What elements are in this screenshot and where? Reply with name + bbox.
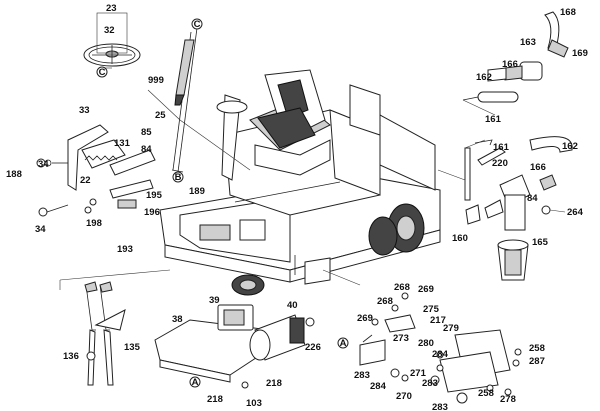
callout-269-right: 269 <box>418 284 434 295</box>
leader-lines <box>59 89 496 290</box>
callout-283-left: 283 <box>354 370 370 381</box>
callout-131: 131 <box>114 138 131 149</box>
callout-166-right: 166 <box>530 162 546 173</box>
callout-268-left: 268 <box>377 296 393 307</box>
callout-labels: 23 32 168 169 163 166 162 161 999 25 33 … <box>6 3 588 411</box>
steering-column <box>171 27 198 173</box>
callout-85: 85 <box>141 127 152 138</box>
marker-c-wheel: C <box>99 67 106 78</box>
callout-34-bottom: 34 <box>35 224 46 235</box>
steering-wheel-assembly <box>83 12 141 69</box>
callout-284-right: 284 <box>432 349 449 360</box>
callout-273: 273 <box>393 333 409 344</box>
callout-258-bottom: 258 <box>478 388 494 399</box>
callout-84-right: 84 <box>527 193 538 204</box>
callout-283-bottom: 283 <box>432 402 448 411</box>
callout-25: 25 <box>155 110 166 121</box>
marker-a-plate: A <box>192 377 199 388</box>
callout-135: 135 <box>124 342 141 353</box>
callout-39: 39 <box>209 295 220 306</box>
callout-268-right: 268 <box>394 282 410 293</box>
callout-38: 38 <box>172 314 183 325</box>
callout-217: 217 <box>430 315 446 326</box>
callout-999: 999 <box>148 75 164 86</box>
callout-270: 270 <box>396 391 412 402</box>
reference-markers: C C B A A <box>96 18 349 388</box>
bracket-mount-assembly <box>359 292 522 404</box>
callout-264: 264 <box>567 207 584 218</box>
marker-c-top: C <box>194 19 201 30</box>
callout-271: 271 <box>410 368 427 379</box>
callout-188: 188 <box>6 169 22 180</box>
callout-287: 287 <box>529 356 545 367</box>
callout-103: 103 <box>246 398 262 409</box>
callout-22: 22 <box>80 175 91 186</box>
callout-169: 169 <box>572 48 588 59</box>
callout-218-right: 218 <box>266 378 282 389</box>
callout-162-top: 162 <box>476 72 492 83</box>
callout-84-left: 84 <box>141 144 152 155</box>
callout-258-right: 258 <box>529 343 545 354</box>
marker-b: B <box>175 172 182 183</box>
callout-34-top: 34 <box>38 159 49 170</box>
hose-fitting-assembly-top <box>462 11 569 103</box>
callout-198: 198 <box>86 218 102 229</box>
callout-226: 226 <box>305 342 321 353</box>
callout-284-left: 284 <box>370 381 387 392</box>
callout-161-right: 161 <box>493 142 510 153</box>
callout-283-mid: 283 <box>422 378 438 389</box>
callout-166-top: 166 <box>502 59 518 70</box>
callout-32: 32 <box>104 25 115 36</box>
callout-196: 196 <box>144 207 160 218</box>
callout-40: 40 <box>287 300 298 311</box>
callout-136: 136 <box>63 351 79 362</box>
callout-275: 275 <box>423 304 440 315</box>
callout-218-left: 218 <box>207 394 223 405</box>
callout-195: 195 <box>146 190 163 201</box>
callout-279: 279 <box>443 323 459 334</box>
battery-cable-assembly <box>84 281 126 386</box>
marker-a-bracket: A <box>340 338 347 349</box>
callout-280: 280 <box>418 338 434 349</box>
callout-23: 23 <box>106 3 117 14</box>
callout-193: 193 <box>117 244 133 255</box>
motor-plate-assembly <box>154 304 315 389</box>
callout-269-left: 269 <box>357 313 373 324</box>
callout-189: 189 <box>189 186 205 197</box>
callout-163: 163 <box>520 37 536 48</box>
callout-161-top: 161 <box>485 114 502 125</box>
machine-chassis <box>159 69 441 296</box>
callout-162-right: 162 <box>562 141 578 152</box>
callout-220: 220 <box>492 158 508 169</box>
callout-160: 160 <box>452 233 468 244</box>
water-filter-assembly <box>464 136 573 281</box>
callout-33: 33 <box>79 105 90 116</box>
callout-168: 168 <box>560 7 576 18</box>
callout-278: 278 <box>500 394 516 405</box>
callout-165: 165 <box>532 237 549 248</box>
pedal-bracket <box>36 124 156 217</box>
